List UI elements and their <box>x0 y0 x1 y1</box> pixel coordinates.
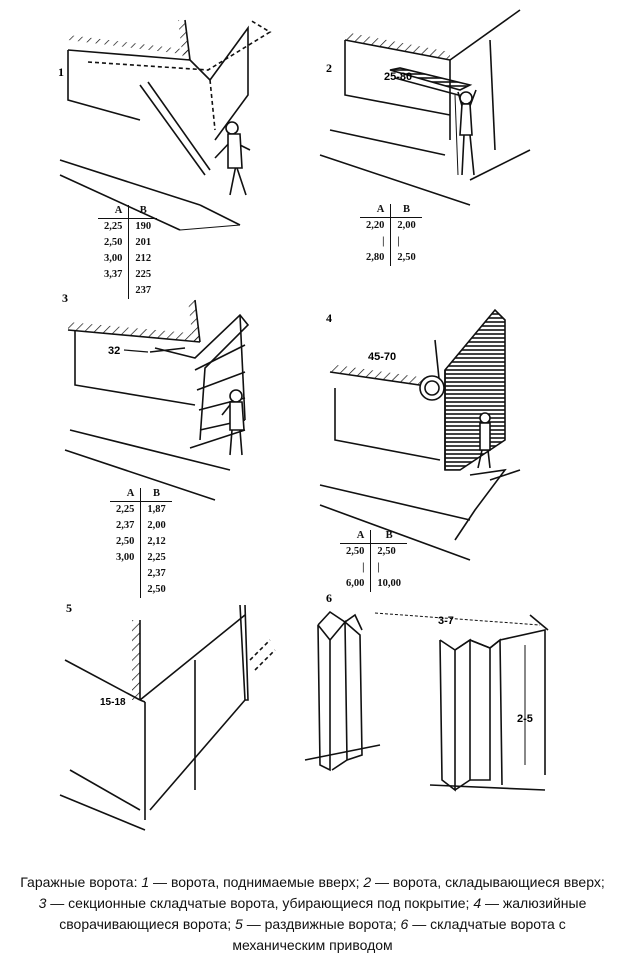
caption-num-1: 1 <box>141 874 150 890</box>
table-row: 237 <box>98 283 157 299</box>
caption-text-4: — жалюзийные сворачивающиеся ворота; <box>59 895 587 932</box>
header-a: A <box>340 530 372 544</box>
header-a: A <box>360 204 392 218</box>
figure-4-dimension: 45-70 <box>368 351 396 363</box>
figure-4-drawing <box>319 308 521 561</box>
figure-3-drawing <box>64 299 250 501</box>
caption-text-2: — ворота, складывающиеся вверх; <box>371 874 605 890</box>
header-b: B <box>370 530 407 544</box>
caption-num-3: 3 <box>38 895 47 911</box>
figure-2-number: 2 <box>326 61 332 75</box>
table-row: 2,37 <box>110 566 172 582</box>
figure-6-width: 3-7 <box>438 615 454 627</box>
figure-2-drawing <box>319 9 531 206</box>
caption-num-2: 2 <box>363 874 372 890</box>
caption-title: Гаражные ворота: <box>20 874 142 890</box>
figure-1-drawing <box>59 19 272 231</box>
header-b: B <box>140 488 172 502</box>
figure-6-number: 6 <box>326 591 332 605</box>
table-row: || <box>340 560 407 576</box>
header-b: B <box>390 204 422 218</box>
table-row: || <box>360 234 422 250</box>
figure-3-dimension: 32 <box>108 345 120 357</box>
figure-5-dimension: 15-18 <box>100 697 126 708</box>
figure-5-drawing <box>59 604 276 831</box>
figure-1-number: 1 <box>58 65 64 79</box>
figure-2-dimension: 25-80 <box>384 71 412 83</box>
header-a: A <box>98 205 130 219</box>
caption-num-4: 4 <box>473 895 482 911</box>
figure-5-number: 5 <box>66 601 72 615</box>
header-a: A <box>110 488 142 502</box>
caption-num-5: 5 <box>235 916 243 932</box>
caption-text-1: — ворота, поднимаемые вверх; <box>149 874 364 890</box>
caption-text-5: — раздвижные ворота; <box>242 916 401 932</box>
figure-6-height: 2-5 <box>517 713 533 725</box>
figure-3-number: 3 <box>62 291 68 305</box>
garage-doors-illustration: 1 2 25-80 <box>58 9 549 831</box>
header-b: B <box>128 205 158 219</box>
figure-caption: Гаражные ворота: 1 — ворота, поднимаемые… <box>20 872 605 956</box>
caption-text-3: — секционные складчатые ворота, убирающи… <box>46 895 474 911</box>
caption-text-6: — складчатые ворота с механическим приво… <box>232 916 566 953</box>
caption-num-6: 6 <box>400 916 409 932</box>
figure-6-drawing <box>304 610 549 792</box>
table-row: 2,50 <box>110 582 172 598</box>
figure-4-number: 4 <box>326 311 332 325</box>
